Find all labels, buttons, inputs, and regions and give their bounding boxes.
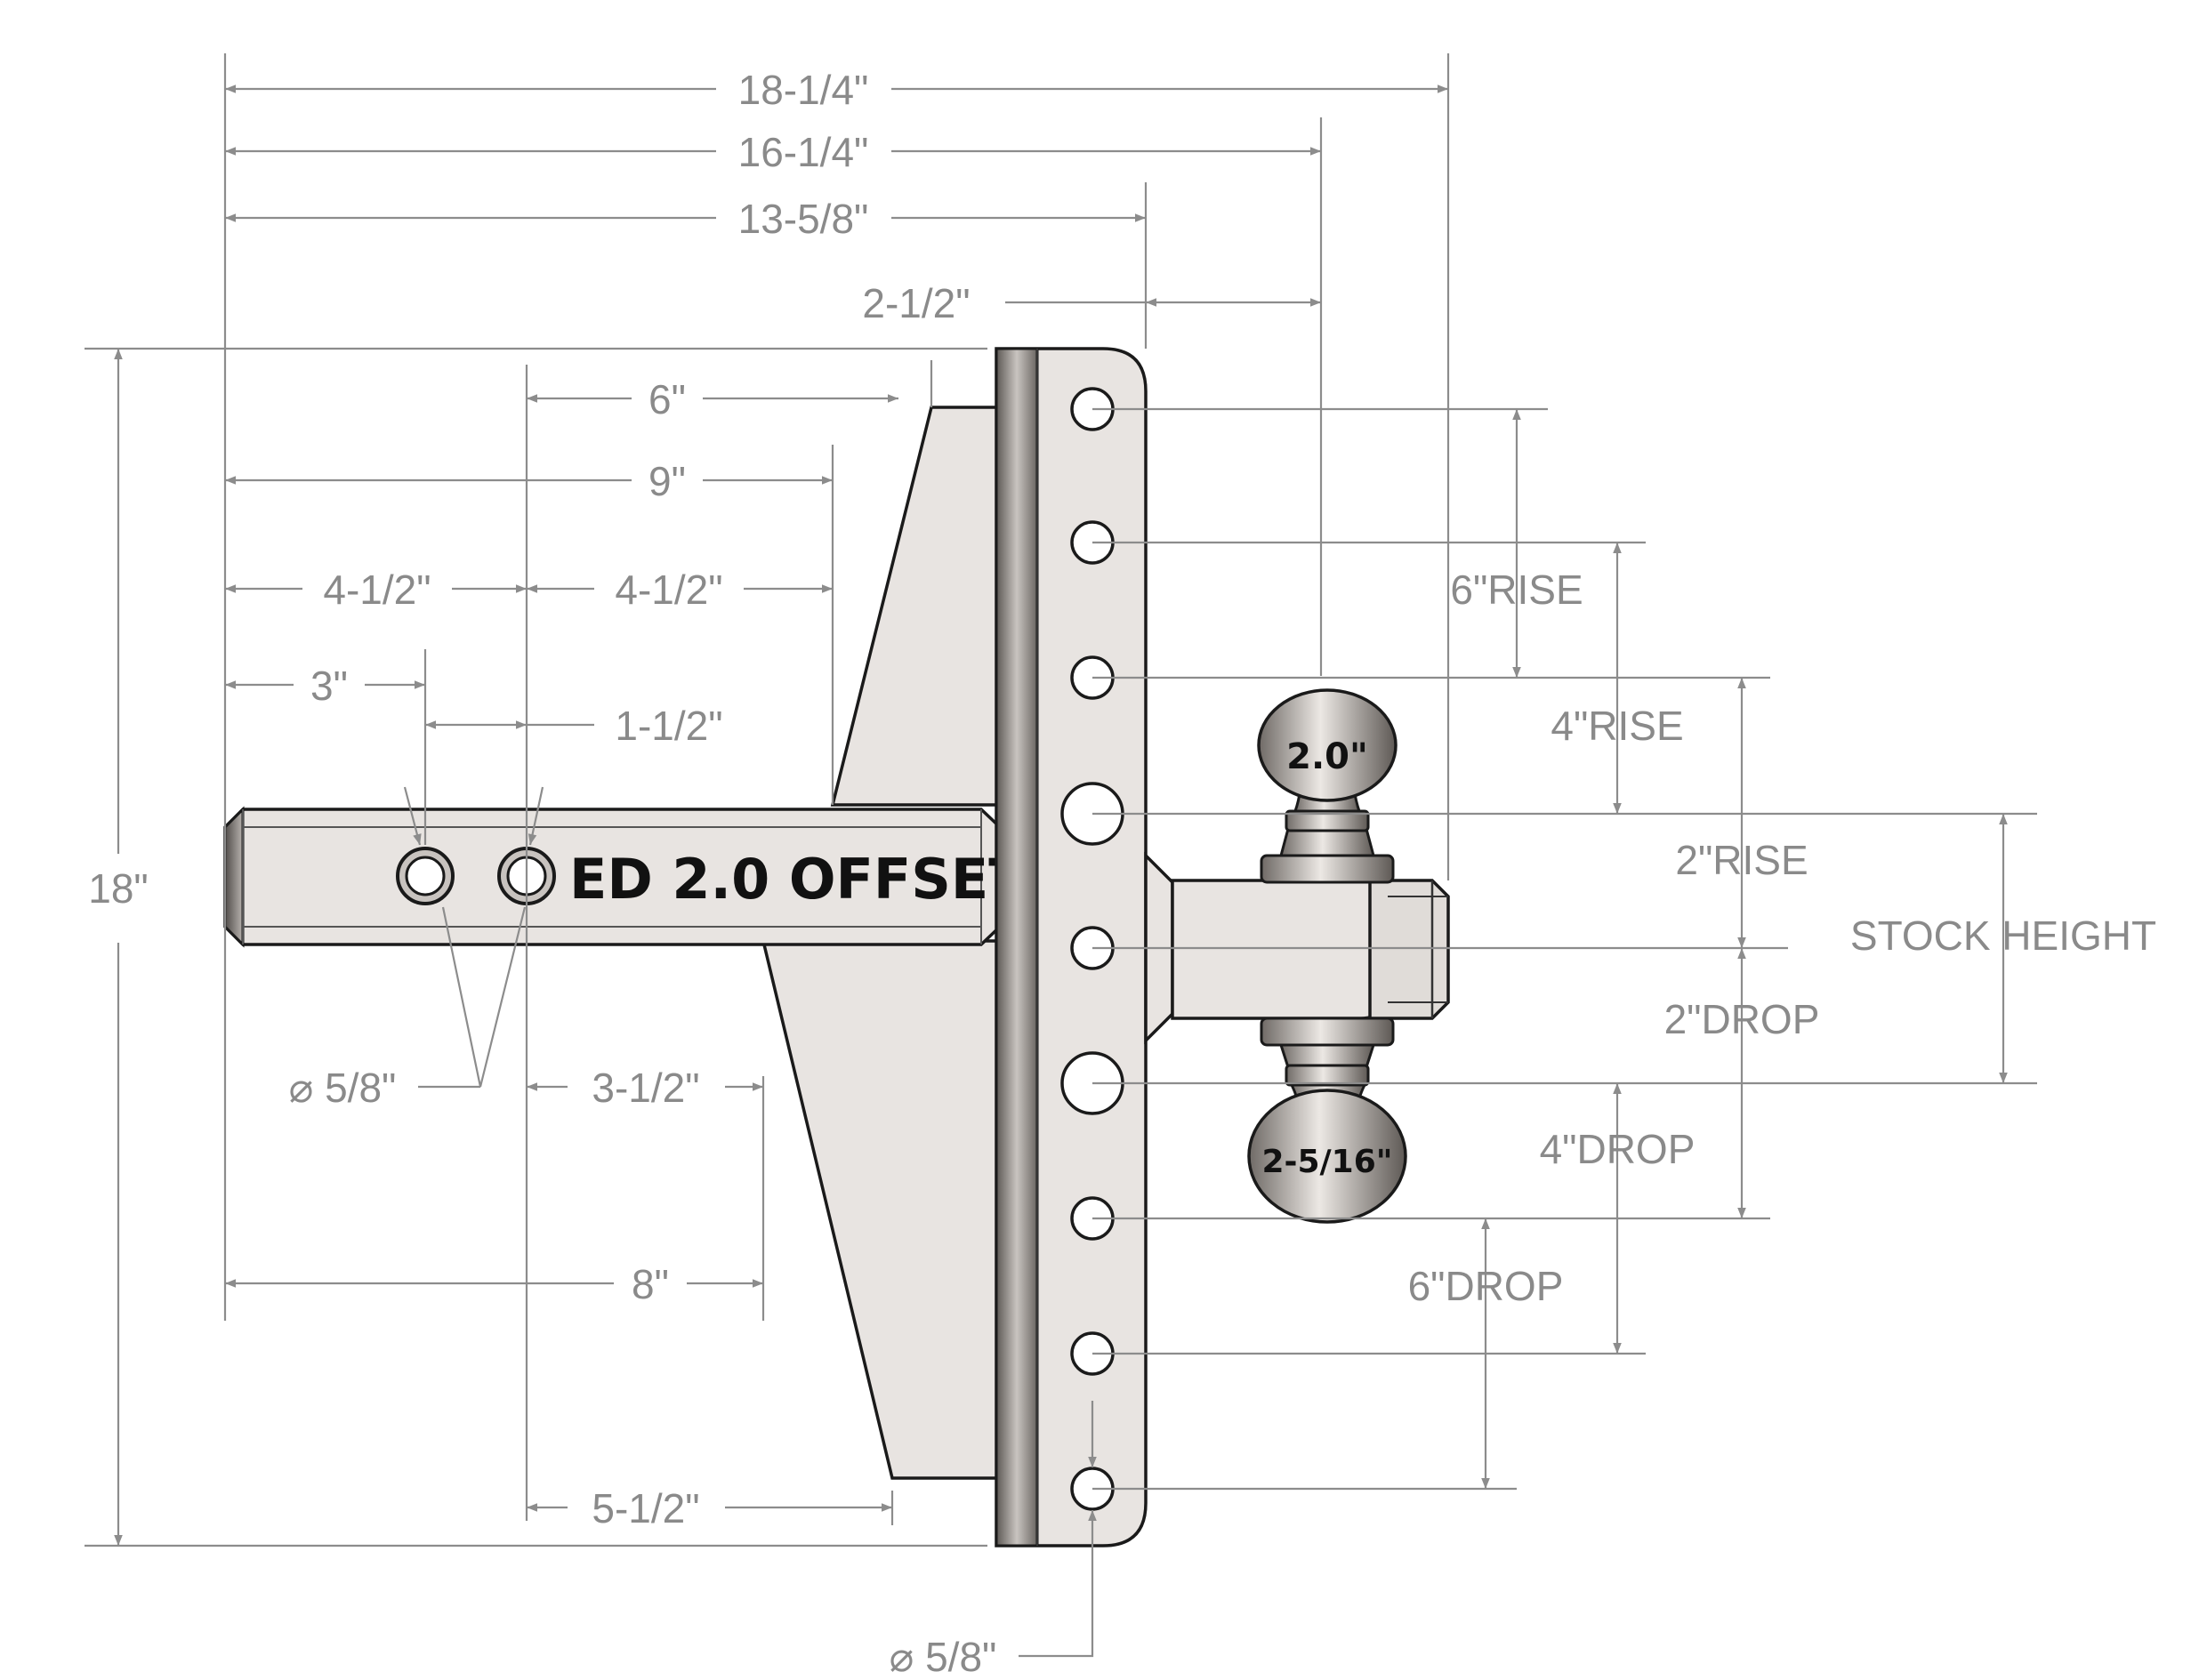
upper-gusset xyxy=(830,406,1002,807)
dimension-lines xyxy=(85,53,2037,1658)
dim-nine: 9" xyxy=(648,458,686,504)
dim-four-half-left: 4-1/2" xyxy=(323,567,431,613)
dimension-labels: 18-1/4" 16-1/4" 13-5/8" 2-1/2" 6" 9" 4-1… xyxy=(88,67,2156,1680)
label-drop-4: 4"DROP xyxy=(1540,1126,1696,1172)
label-drop-6: 6"DROP xyxy=(1408,1263,1564,1309)
bottom-ball-size: 2-5/16" xyxy=(1261,1144,1392,1180)
dim-overall-length: 18-1/4" xyxy=(738,67,869,113)
dim-four-half-right: 4-1/2" xyxy=(615,567,722,613)
label-rise-6: 6"RISE xyxy=(1450,567,1583,613)
dim-height: 18" xyxy=(88,865,149,912)
bottom-hitch-ball: 2-5/16" xyxy=(1247,1017,1407,1224)
label-rise-4: 4"RISE xyxy=(1551,703,1683,749)
dim-hole-dia-riser: ⌀ 5/8" xyxy=(890,1634,997,1680)
dim-three: 3" xyxy=(310,663,348,709)
top-ball-size: 2.0" xyxy=(1286,736,1368,777)
ball-shank-collar xyxy=(1368,879,1450,1020)
part-label: ED 2.0 OFFSET xyxy=(569,847,1027,912)
dim-six: 6" xyxy=(648,376,686,422)
dim-length-13: 13-5/8" xyxy=(738,196,869,242)
dim-length-16: 16-1/4" xyxy=(738,129,869,175)
dim-hole-dia-shank: ⌀ 5/8" xyxy=(289,1065,397,1111)
dim-eight: 8" xyxy=(632,1261,669,1307)
ball-platform xyxy=(1171,879,1390,1020)
label-drop-2: 2"DROP xyxy=(1664,996,1820,1042)
label-rise-2: 2"RISE xyxy=(1675,837,1808,883)
dim-one-half: 1-1/2" xyxy=(615,703,722,749)
shank-end-face xyxy=(223,806,245,948)
riser-edge xyxy=(995,347,1039,1547)
top-hitch-ball: 2.0" xyxy=(1257,688,1398,884)
lower-gusset xyxy=(761,939,1002,1480)
label-stock-height: STOCK HEIGHT xyxy=(1850,912,2156,959)
dim-offset: 2-1/2" xyxy=(862,280,970,326)
dim-three-half: 3-1/2" xyxy=(592,1065,699,1111)
dim-five-half: 5-1/2" xyxy=(592,1485,699,1531)
